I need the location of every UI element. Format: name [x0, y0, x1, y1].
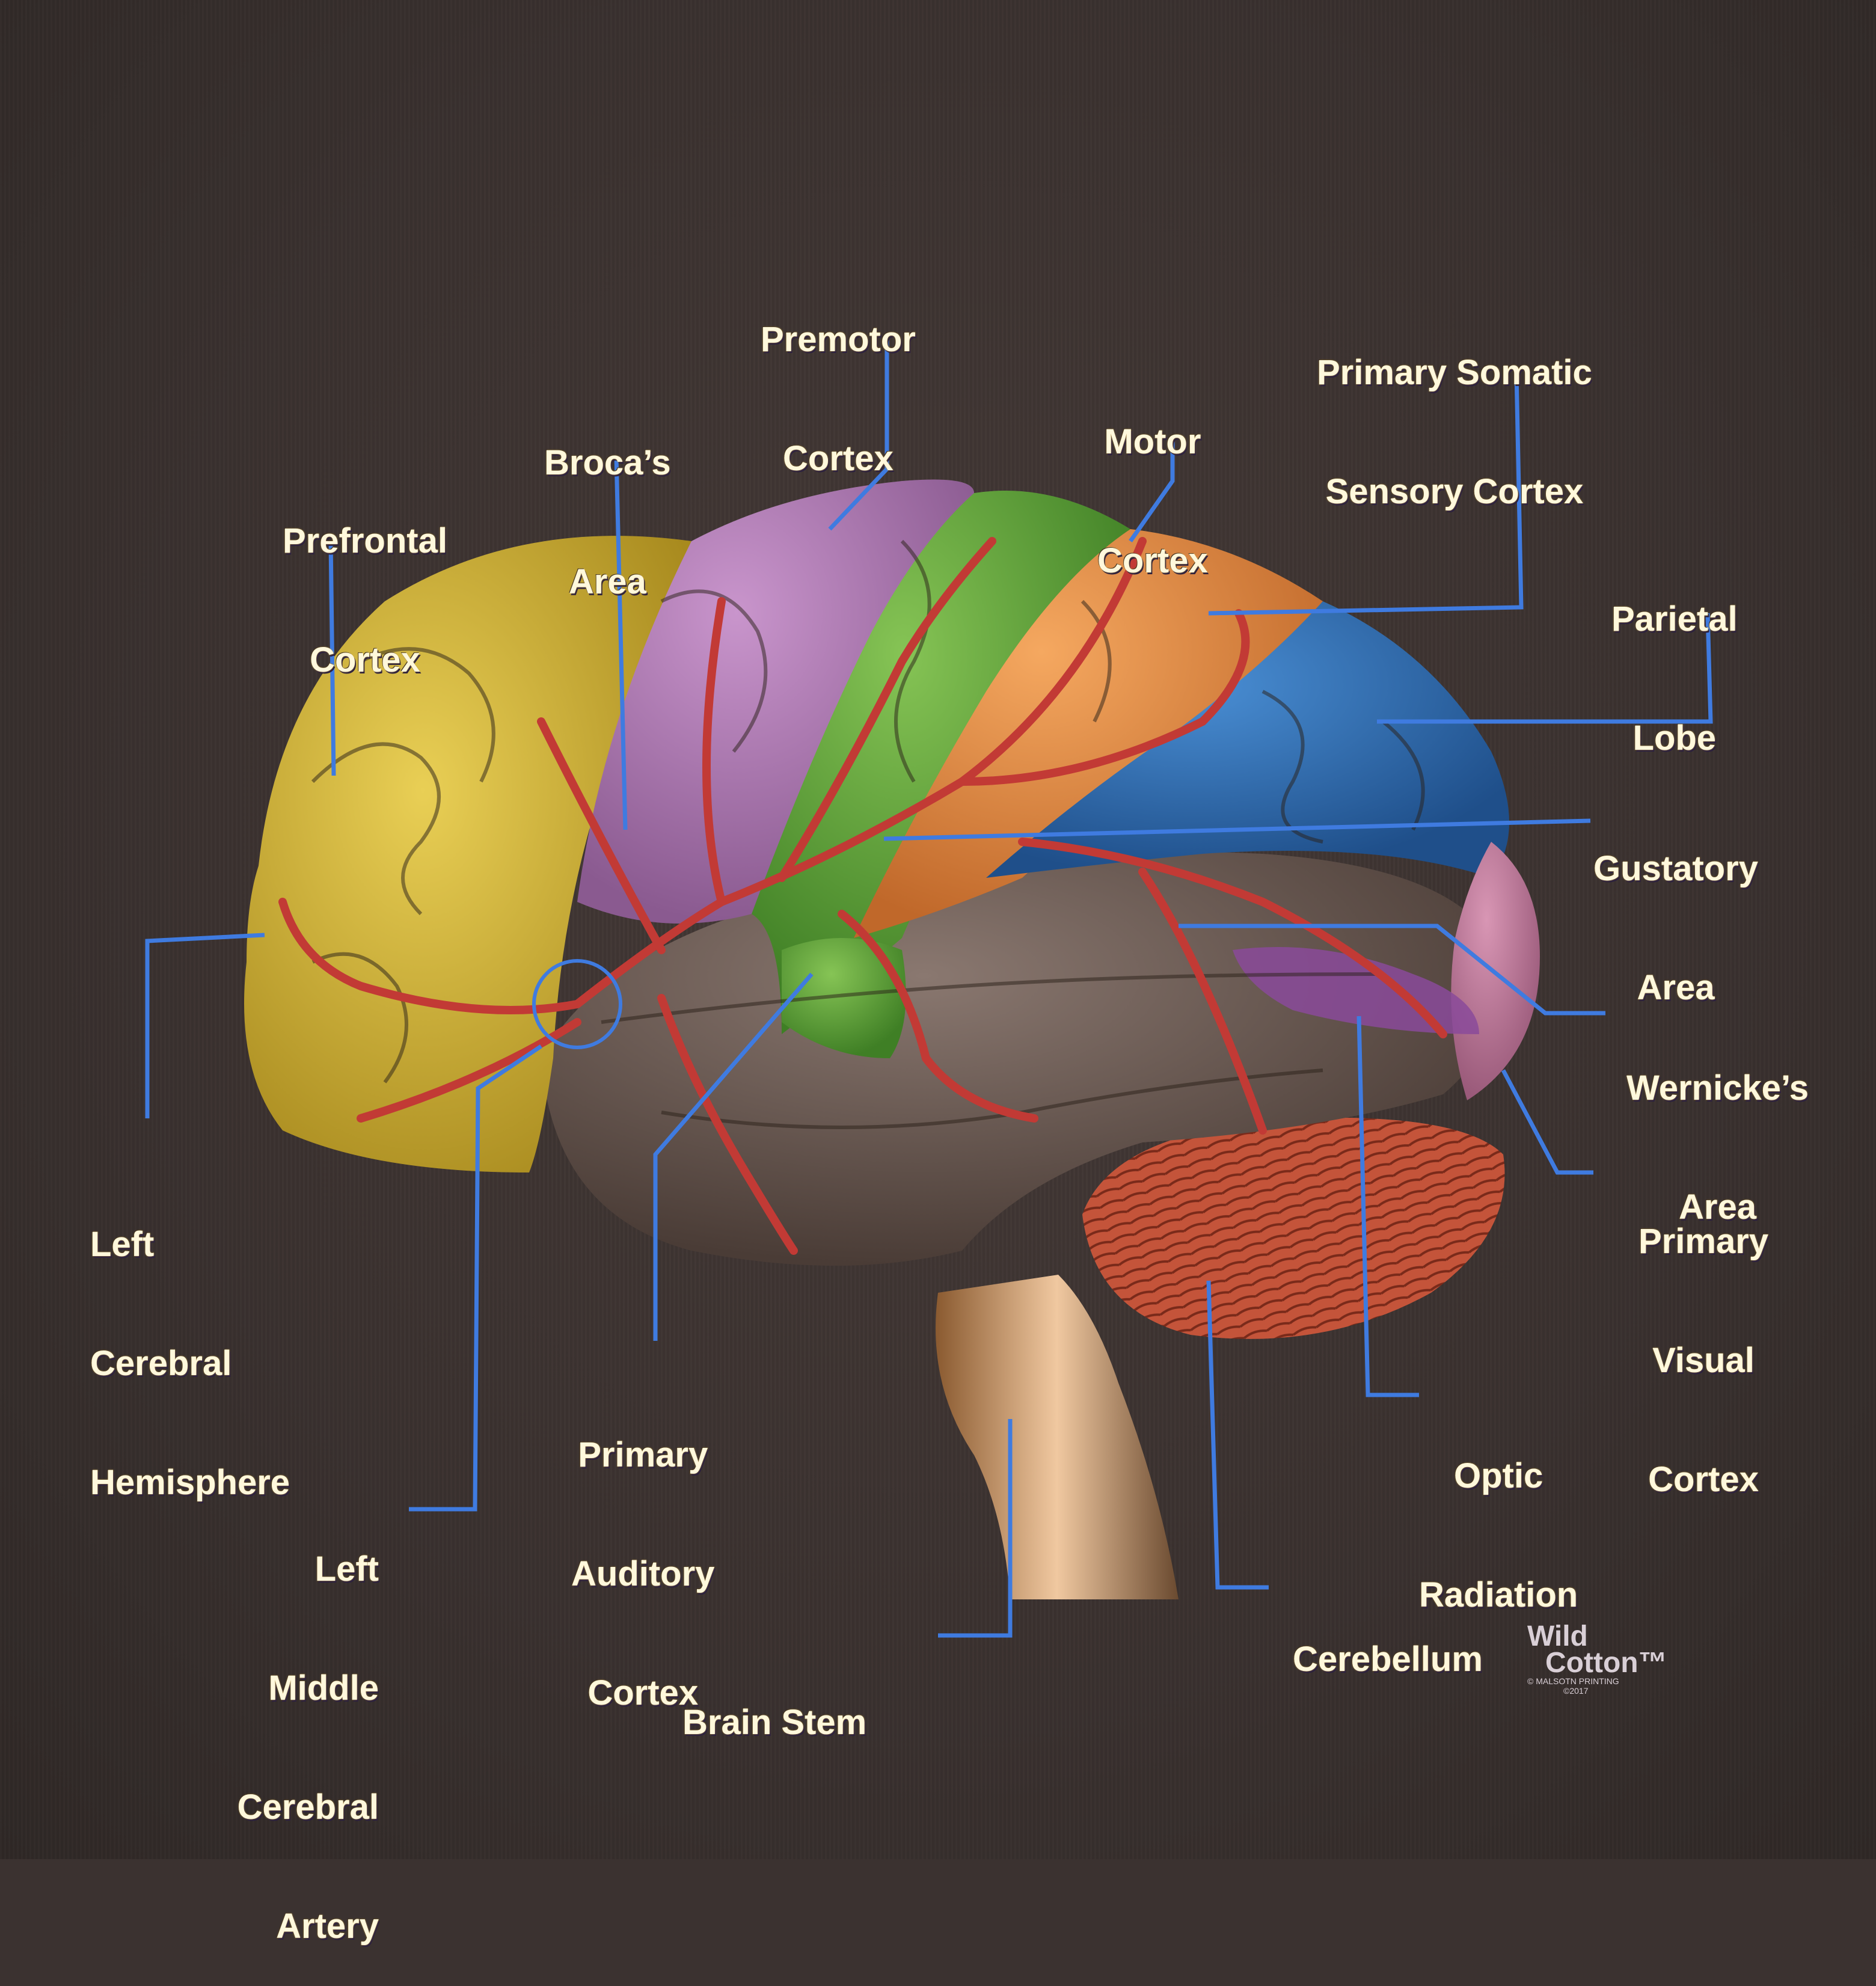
- label-brain-stem: Brain Stem: [682, 1703, 867, 1742]
- label-prefrontal-cortex: Prefrontal Cortex: [283, 521, 447, 679]
- label-left-cerebral-hemisphere: Left Cerebral Hemisphere: [90, 1225, 290, 1502]
- brand-logo: Wild Cotton™ © MALSOTN PRINTING ©2017: [1527, 1620, 1667, 1696]
- label-primary-visual-cortex: Primary Visual Cortex: [1638, 1222, 1769, 1499]
- label-primary-somatic-sensory-cortex: Primary Somatic Sensory Cortex: [1317, 353, 1592, 511]
- label-left-middle-cerebral-artery: Left Middle Cerebral Artery: [237, 1549, 379, 1946]
- gyri-lines: [311, 539, 1425, 1129]
- artery-highlight-circle: [532, 959, 622, 1049]
- label-brocas-area: Broca’s Area: [544, 443, 671, 601]
- parietal-lobe-region: [986, 601, 1509, 878]
- label-primary-auditory-cortex: Primary Auditory Cortex: [571, 1435, 715, 1712]
- label-motor-cortex: Motor Cortex: [1097, 422, 1208, 580]
- label-cerebellum: Cerebellum: [1293, 1640, 1483, 1679]
- auditory-region: [782, 938, 906, 1058]
- premotor-region: [577, 479, 974, 924]
- brain-illustration: [145, 337, 1713, 1638]
- label-wernickes-area: Wernicke’s Area: [1626, 1068, 1809, 1227]
- label-optic-radiation: Optic Radiation: [1419, 1456, 1578, 1614]
- label-parietal-lobe: Parietal Lobe: [1611, 599, 1738, 758]
- cerebellum-region: [1082, 1117, 1505, 1339]
- brain-stem-region: [936, 1275, 1179, 1599]
- leader-lines: [145, 337, 1713, 1638]
- prefrontal-region: [244, 536, 691, 1172]
- label-premotor-cortex: Premotor Cortex: [761, 320, 916, 478]
- label-gustatory-area: Gustatory Area: [1593, 849, 1758, 1007]
